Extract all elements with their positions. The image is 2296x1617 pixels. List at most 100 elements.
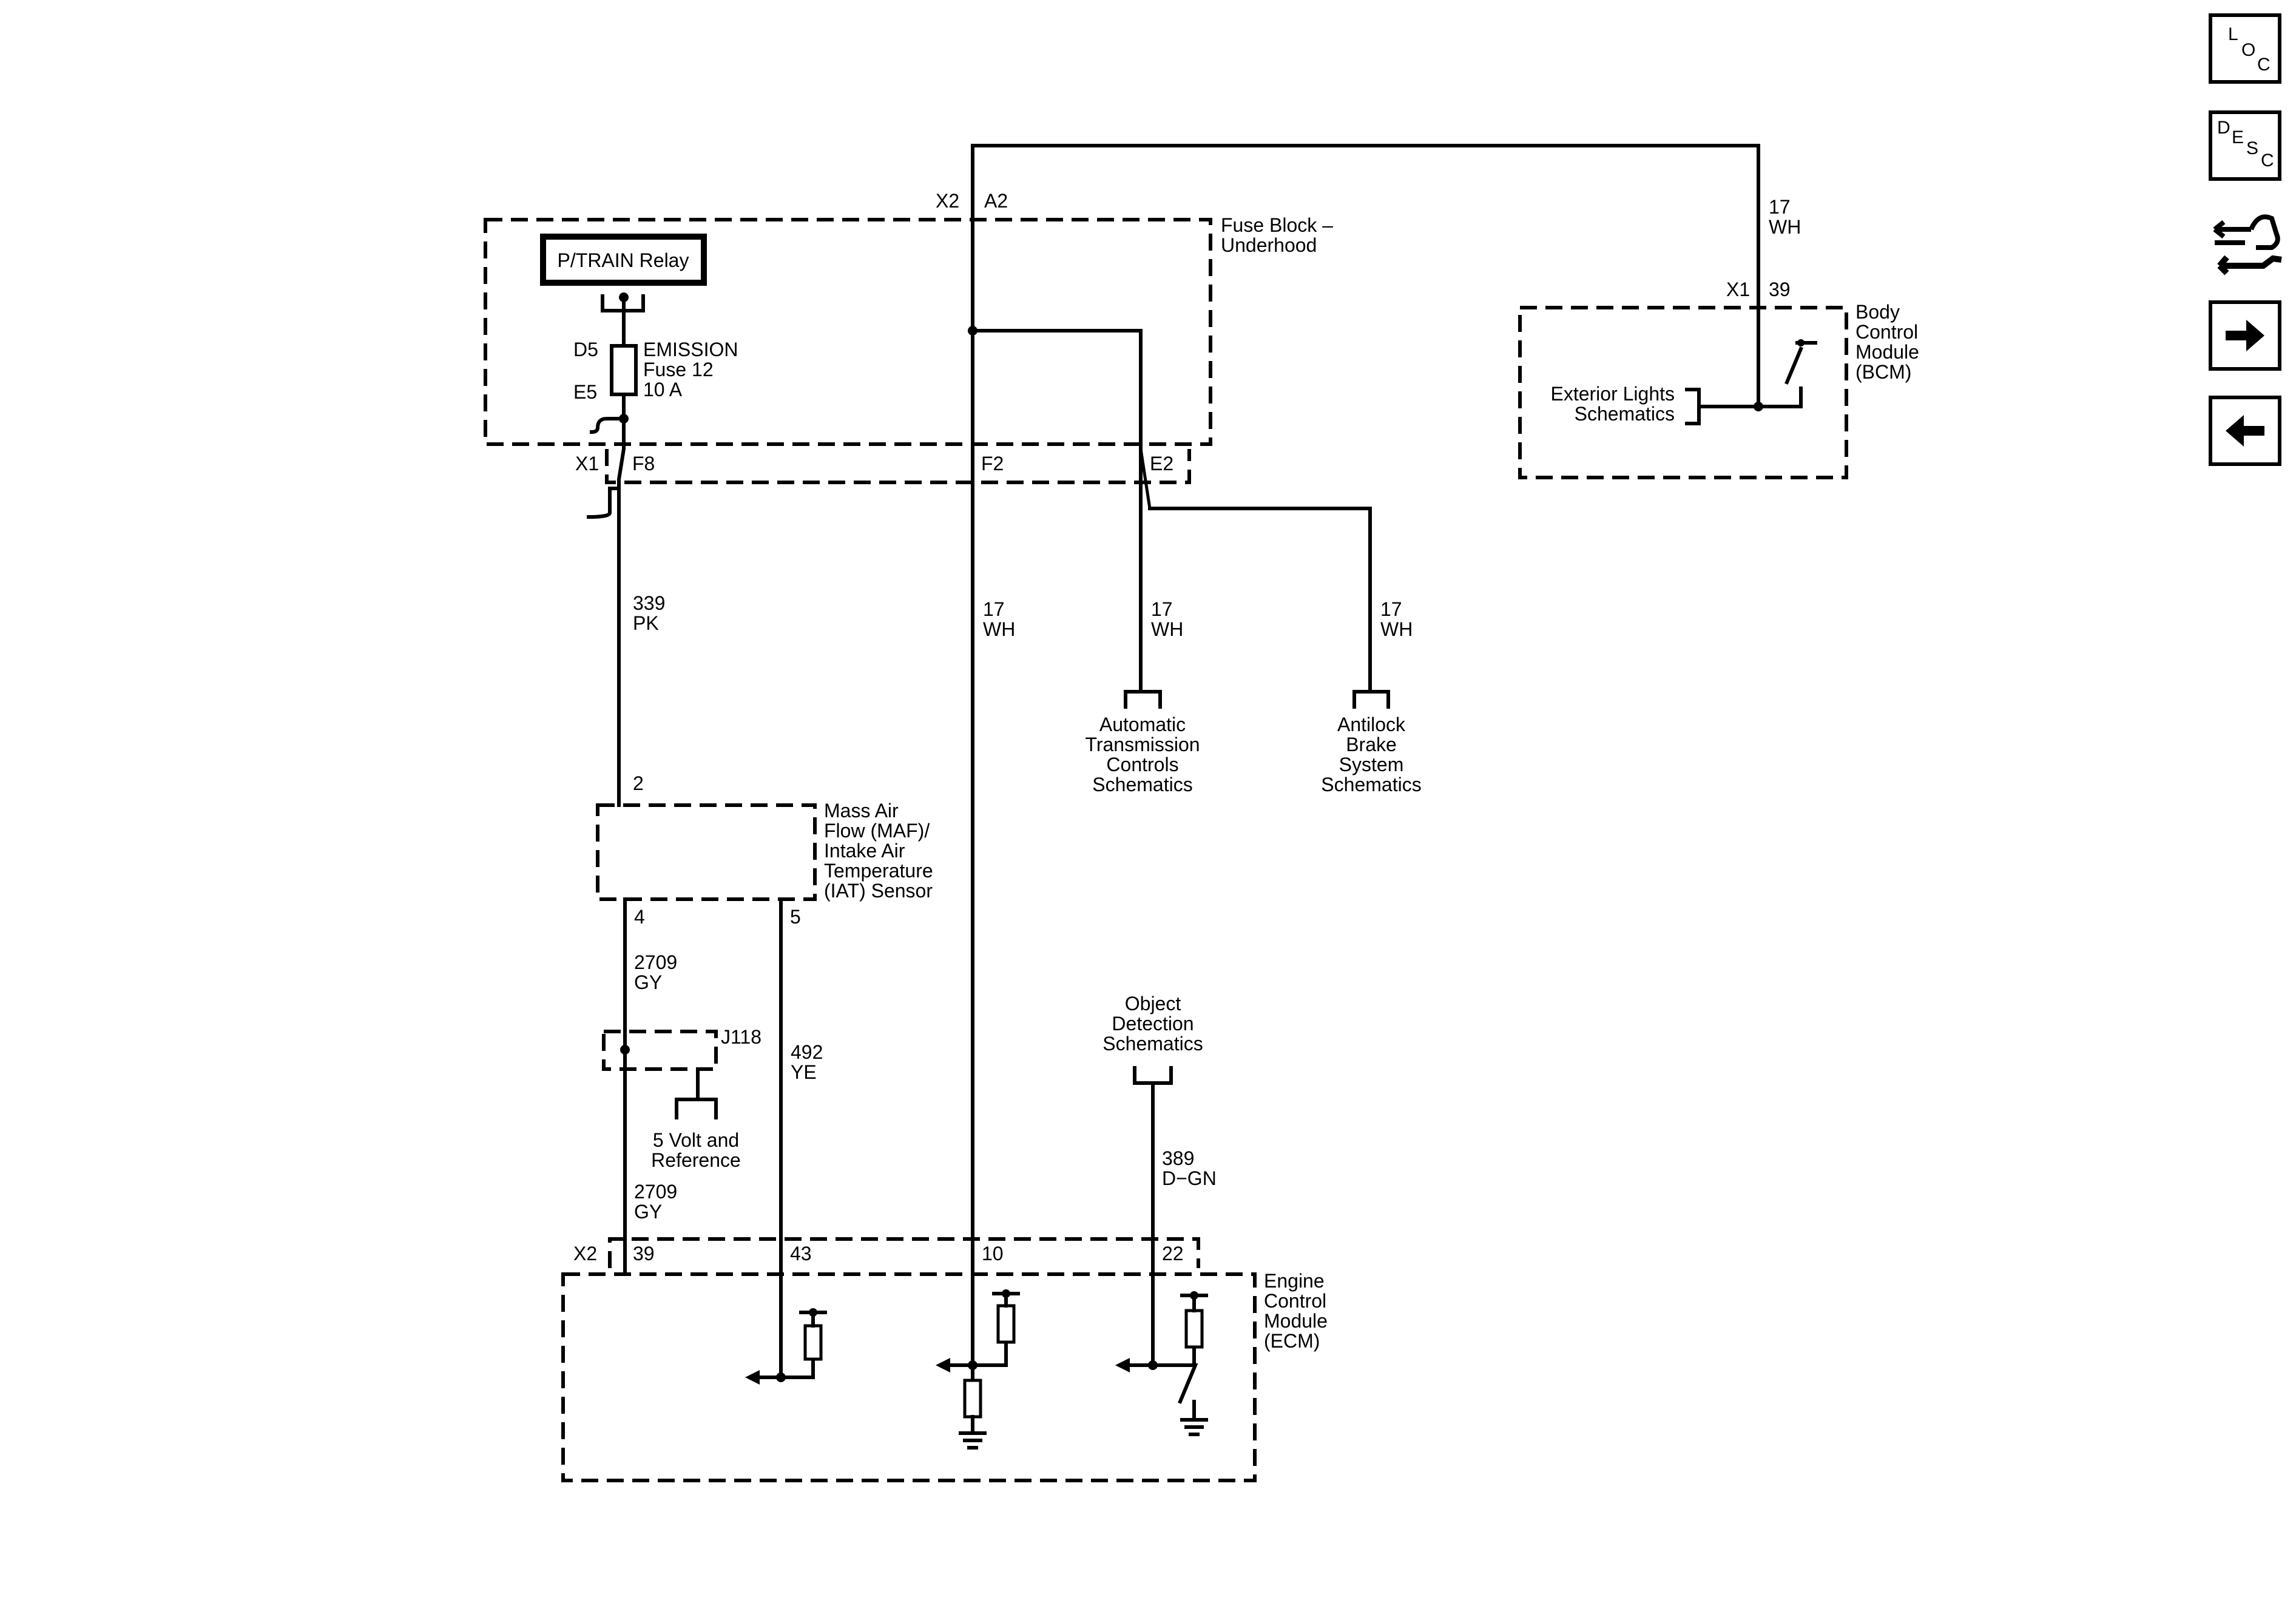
desc-letter-s: S <box>2246 138 2259 158</box>
ecm-connector-outline <box>608 1237 1200 1268</box>
ecm-label-1: Engine <box>1264 1270 1325 1292</box>
desc-letter-e: E <box>2232 127 2244 147</box>
splice-dot <box>1797 339 1805 346</box>
ext-lights-bracket <box>1685 388 1701 425</box>
ecm-22-switch <box>1151 1363 1198 1404</box>
maf-label-4: Temperature <box>824 860 933 882</box>
maf-label-2: Flow (MAF)/ <box>824 820 930 842</box>
ecm-10-pullup <box>971 1342 1008 1367</box>
wire-389-label: 389 <box>1162 1147 1194 1169</box>
connector-end-view-icon[interactable] <box>2209 205 2288 278</box>
splice-dot <box>1148 1360 1158 1370</box>
wire-17-f2-color: WH <box>983 618 1015 640</box>
ground-icon <box>1180 1400 1208 1436</box>
fuse-block-label-2: Underhood <box>1221 234 1317 256</box>
wire-17-wh-branch <box>971 329 1143 694</box>
fuse-label-3: 10 A <box>643 379 683 400</box>
wire-2709-lower-label: 2709 <box>634 1181 677 1203</box>
ref5v-label-2: Reference <box>651 1149 741 1171</box>
arrow-left-icon <box>745 1370 760 1385</box>
wire-389-color: D−GN <box>1162 1167 1217 1189</box>
location-button[interactable]: L O C <box>2209 13 2281 84</box>
j118-tap <box>675 1067 718 1119</box>
connector-bcm-39: 39 <box>1769 279 1791 300</box>
wire-2709-lower-color: GY <box>634 1201 662 1223</box>
maf-pin-5: 5 <box>790 906 801 928</box>
ecm-pin-43: 43 <box>790 1243 812 1264</box>
splice-dot <box>619 414 629 424</box>
fuse-block-label-1: Fuse Block – <box>1221 214 1333 236</box>
connector-f2: F2 <box>981 453 1004 474</box>
ecm-pin-10: 10 <box>982 1243 1004 1264</box>
trans-label-1: Automatic <box>1099 714 1186 735</box>
bcm-internal-wire <box>1697 387 1803 408</box>
connector-x1-bcm: X1 <box>1726 279 1750 300</box>
wire-17-abs-label: 17 <box>1380 598 1402 620</box>
connector-x1-fuse: X1 <box>575 453 599 474</box>
ecm-43-resistor <box>803 1324 823 1361</box>
maf-label-1: Mass Air <box>824 800 899 822</box>
ecm-outline <box>561 1272 1257 1482</box>
bcm-label-3: Module <box>1855 341 1919 363</box>
abs-label-2: Brake <box>1346 734 1397 755</box>
connector-e5 <box>589 417 626 434</box>
connector-x2-top: X2 <box>936 190 959 212</box>
ext-lights-label-1: Exterior Lights <box>1550 383 1675 405</box>
object-det-label-1: Object <box>1125 993 1181 1014</box>
arrow-left-icon <box>936 1358 950 1372</box>
wire-492-label: 492 <box>791 1041 823 1063</box>
maf-pin-4: 4 <box>634 906 645 928</box>
splice-dot <box>809 1308 817 1317</box>
fuse-block-connector-outline <box>605 449 1191 484</box>
next-page-button[interactable] <box>2209 300 2281 371</box>
connector-x1-f8 <box>586 487 621 519</box>
bcm-outline <box>1518 306 1848 479</box>
maf-label-5: (IAT) Sensor <box>824 880 933 902</box>
connector-x2-ecm: X2 <box>573 1243 597 1264</box>
ecm-label-4: (ECM) <box>1264 1330 1320 1352</box>
bcm-switch <box>1784 341 1817 385</box>
fuse-block-outline <box>484 218 1212 446</box>
wire-17-f2-label: 17 <box>983 598 1005 620</box>
loc-letter-c: C <box>2257 55 2271 75</box>
splice-dot <box>1754 402 1763 411</box>
connector-d5: D5 <box>573 339 598 360</box>
ptrain-relay-box <box>540 234 707 286</box>
ecm-pin-22: 22 <box>1162 1243 1184 1264</box>
relay-output <box>601 294 645 348</box>
abs-bracket <box>1352 690 1390 709</box>
description-button[interactable]: D E S C <box>2209 110 2281 181</box>
loc-letter-o: O <box>2241 40 2256 60</box>
wire-17-bcm-color: WH <box>1769 216 1801 238</box>
object-det-label-2: Detection <box>1112 1013 1194 1035</box>
ecm-10-pulldown-resistor <box>963 1379 982 1419</box>
arrow-left-icon <box>1115 1358 1130 1372</box>
trans-label-3: Controls <box>1106 754 1178 775</box>
j118-splice-outline <box>602 1030 718 1071</box>
maf-pin-2: 2 <box>633 772 644 794</box>
desc-letter-d: D <box>2217 118 2230 138</box>
connector-e5-label: E5 <box>573 381 597 403</box>
trans-label-2: Transmission <box>1085 734 1200 755</box>
wire-2709-color: GY <box>634 971 662 993</box>
wire-492-color: YE <box>791 1061 817 1083</box>
previous-page-button[interactable] <box>2209 396 2281 466</box>
j118-label: J118 <box>721 1026 761 1048</box>
splice-dot <box>619 292 629 302</box>
wire-17-trans-label: 17 <box>1151 598 1173 620</box>
ptrain-relay-label: P/TRAIN Relay <box>558 249 689 271</box>
ecm-label-2: Control <box>1264 1290 1326 1312</box>
wire-339-color: PK <box>633 612 659 634</box>
fuse-label-2: Fuse 12 <box>643 359 714 380</box>
wire-17-bcm-label: 17 <box>1769 196 1791 218</box>
wire-17-trans-color: WH <box>1151 618 1183 640</box>
abs-label-1: Antilock <box>1337 714 1406 735</box>
connector-f8: F8 <box>632 453 655 474</box>
ext-lights-label-2: Schematics <box>1575 403 1675 425</box>
connector-a2: A2 <box>984 190 1008 212</box>
trans-label-4: Schematics <box>1092 774 1192 795</box>
wire-2709-label: 2709 <box>634 951 677 973</box>
bcm-label-1: Body <box>1855 301 1900 323</box>
arrow-left-icon <box>2226 415 2264 447</box>
